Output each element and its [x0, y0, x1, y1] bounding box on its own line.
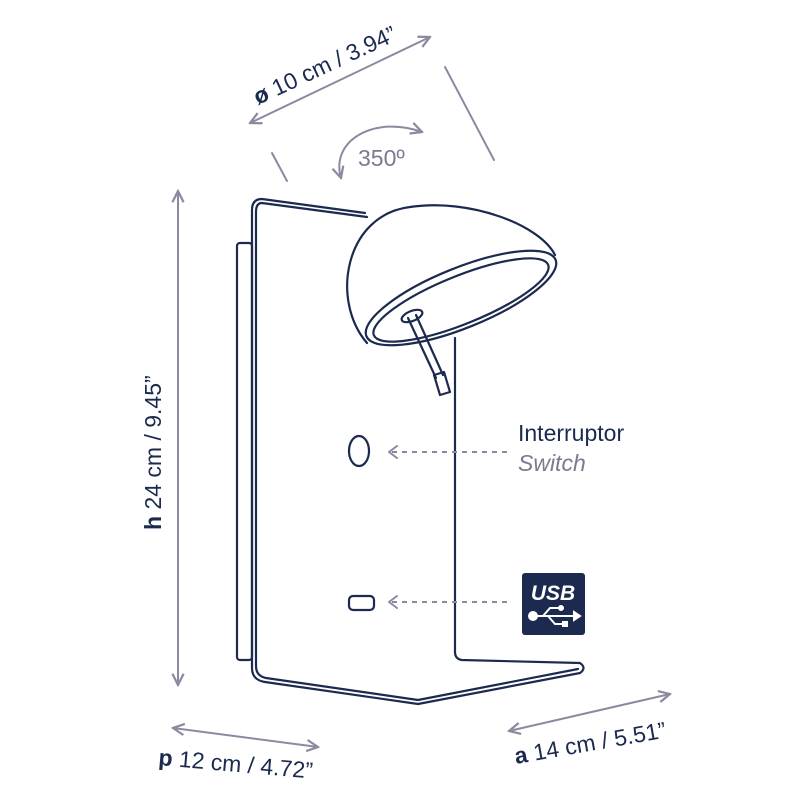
usb-port[interactable]	[347, 594, 376, 612]
usb-badge: USB	[522, 573, 585, 635]
switch-sublabel: Switch	[518, 450, 586, 476]
rotation-label: 350º	[358, 145, 405, 171]
lamp-body	[250, 197, 585, 706]
lamp-shade	[346, 204, 558, 347]
width-dimension: a 14 cm / 5.51”	[509, 694, 670, 769]
depth-label: p 12 cm / 4.72”	[158, 744, 314, 783]
switch-label: Interruptor	[518, 420, 624, 446]
height-label: h 24 cm / 9.45”	[140, 375, 166, 530]
switch-button[interactable]	[347, 434, 371, 468]
diameter-label: ø 10 cm / 3.94”	[249, 21, 400, 110]
lamp-stem	[406, 313, 452, 397]
height-dimension: h 24 cm / 9.45”	[140, 191, 178, 685]
usb-icon	[528, 605, 582, 627]
rotation-indicator: 350º	[339, 127, 422, 178]
depth-dimension: p 12 cm / 4.72”	[158, 728, 318, 783]
usb-badge-text: USB	[531, 582, 575, 605]
wall-plate	[235, 241, 254, 662]
